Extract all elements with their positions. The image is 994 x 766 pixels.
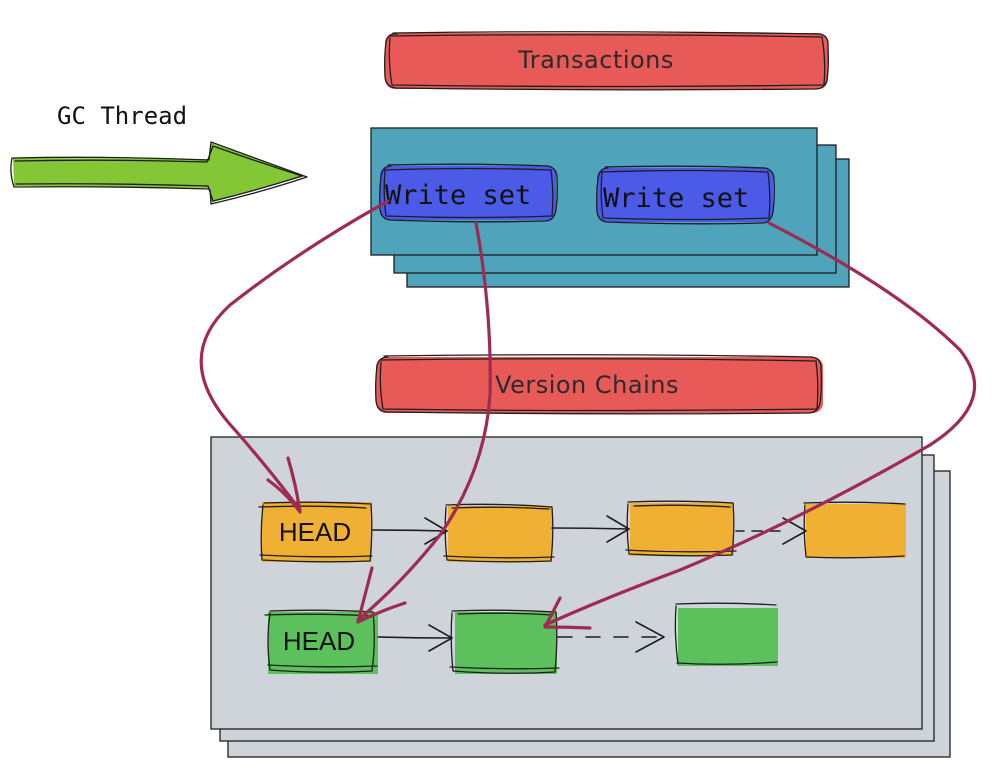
orange-version-chain: HEAD (258, 500, 906, 563)
pointer-arrow-1 (199, 199, 390, 514)
version-chains-label: Version Chains (495, 371, 679, 399)
orange-head-node: HEAD (258, 501, 373, 563)
write-set-label-2: Write set (603, 183, 749, 214)
green-version-node-1 (449, 609, 560, 674)
write-set-box-1: Write set (379, 163, 558, 223)
write-set-box-2: Write set (596, 165, 775, 225)
write-set-pointers (199, 199, 977, 630)
orange-version-node-3 (803, 501, 906, 559)
chain-panel-stack (210, 436, 951, 758)
chain-panel (210, 436, 923, 730)
pointer-arrow-3 (543, 221, 977, 630)
transactions-bar: Transactions (384, 31, 829, 91)
right-arrow-icon (10, 141, 308, 205)
orange-chain-links (371, 515, 807, 545)
transactions-label: Transactions (517, 46, 674, 74)
pointer-arrow-2 (356, 221, 492, 624)
write-set-label-1: Write set (385, 180, 531, 211)
head-label-1: HEAD (279, 517, 351, 547)
green-chain-links (377, 621, 665, 653)
head-label-2: HEAD (283, 626, 355, 656)
green-version-node-2 (674, 602, 778, 666)
orange-version-node-1 (443, 503, 555, 563)
gc-thread-label: GC Thread (57, 102, 187, 130)
version-chains-bar: Version Chains (375, 354, 823, 415)
orange-version-node-2 (625, 500, 737, 557)
green-version-chain: HEAD (264, 602, 778, 674)
